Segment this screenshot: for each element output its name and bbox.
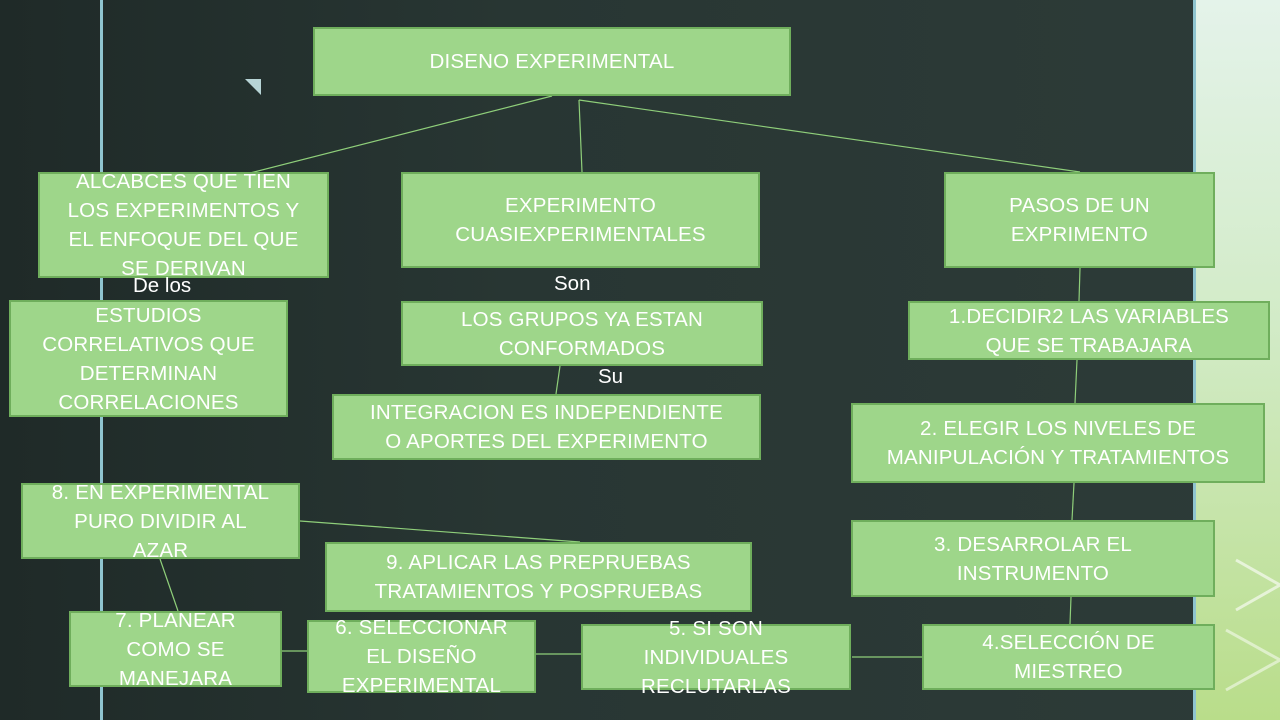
node-branch-quasi: EXPERIMENTO CUASIEXPERIMENTALES xyxy=(401,172,760,268)
node-step2: 2. ELEGIR LOS NIVELES DE MANIPULACIÓN Y … xyxy=(851,403,1265,483)
node-step7: 7. PLANEAR COMO SE MANEJARA xyxy=(69,609,282,690)
node-step4: 4.SELECCIÓN DE MIESTREO xyxy=(922,624,1215,690)
link-quasi-integration xyxy=(555,365,561,395)
connector-label-su: Su xyxy=(598,365,624,388)
node-step6: 6. SELECCIONAR EL DISEÑO EXPERIMENTAL xyxy=(307,616,536,697)
link-step8-step9 xyxy=(299,520,581,543)
link-steps-step1 xyxy=(1078,267,1081,302)
connector-label-de-los: De los xyxy=(133,274,192,297)
right-accent-line xyxy=(1193,0,1196,720)
link-root-scope xyxy=(249,95,553,174)
link-step7-step8 xyxy=(159,558,179,612)
node-step8: 8. EN EXPERIMENTAL PURO DIVIDIR AL AZAR xyxy=(21,481,300,562)
node-step5: 5. SI SON INDIVIDUALES RECLUTARLAS xyxy=(581,617,851,698)
node-branch-scope: ALCABCES QUE TIEN LOS EXPERIMENTOS Y EL … xyxy=(38,170,329,280)
decorative-right-panel xyxy=(1196,0,1280,720)
corner-triangle-icon xyxy=(245,79,261,95)
link-root-steps xyxy=(578,99,1081,173)
node-step9: 9. APLICAR LAS PREPRUEBAS TRATAMIENTOS Y… xyxy=(325,542,752,612)
node-root: DISENO EXPERIMENTAL xyxy=(313,27,791,96)
link-step1-step2 xyxy=(1074,359,1078,404)
link-step3-step4 xyxy=(1069,596,1072,625)
connector-label-son: Son xyxy=(554,272,591,295)
node-correlational: ESTUDIOS CORRELATIVOS QUE DETERMINAN COR… xyxy=(9,300,288,417)
link-step2-step3 xyxy=(1071,482,1075,521)
node-integration: INTEGRACION ES INDEPENDIENTE O APORTES D… xyxy=(332,394,761,460)
node-step1: 1.DECIDIR2 LAS VARIABLES QUE SE TRABAJAR… xyxy=(908,301,1270,360)
node-step3: 3. DESARROLAR EL INSTRUMENTO xyxy=(851,520,1215,597)
link-root-quasi xyxy=(578,99,583,173)
node-groups: LOS GRUPOS YA ESTAN CONFORMADOS xyxy=(401,301,763,366)
chevron-pattern-icon xyxy=(1225,558,1280,692)
node-branch-steps: PASOS DE UN EXPRIMENTO xyxy=(944,172,1215,268)
